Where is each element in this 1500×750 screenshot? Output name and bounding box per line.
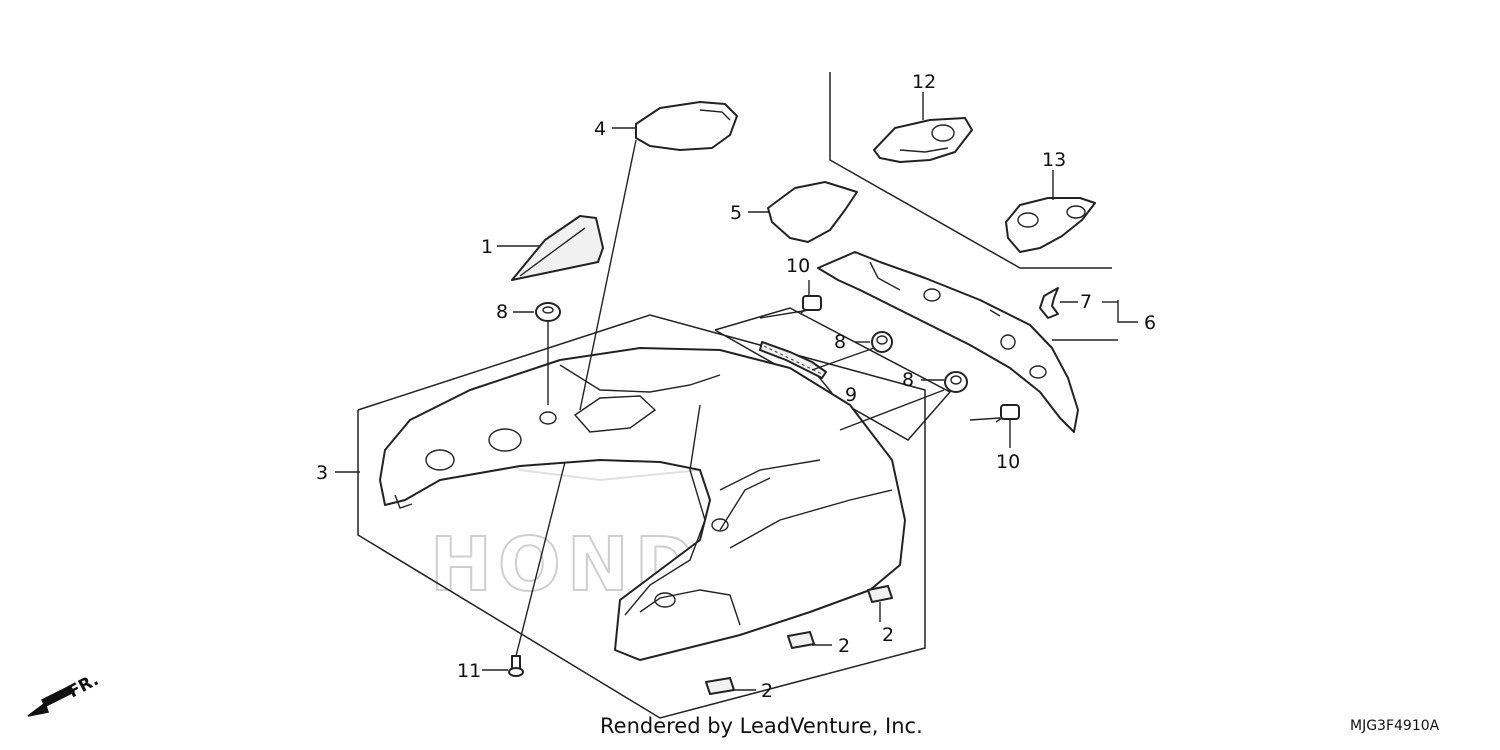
direction-label: FR. [65, 670, 102, 702]
callout-3: 3 [316, 462, 328, 484]
part-13-panel [1005, 197, 1096, 253]
callout-4: 4 [594, 118, 606, 140]
part-5-panel [767, 181, 858, 243]
part-1-cover [511, 215, 604, 281]
callout-11: 11 [457, 660, 481, 682]
arrow-icon [27, 685, 76, 717]
bolt-b [995, 404, 1020, 423]
callout-12: 12 [912, 71, 936, 93]
grommet-c [944, 371, 968, 393]
pad-a [867, 585, 893, 603]
callout-8-middle: 8 [834, 331, 846, 353]
part-9-seal-strip [759, 341, 827, 379]
part-10-bolts [799, 295, 1020, 423]
leader-lines [335, 92, 1138, 691]
callout-labels: 1 4 5 12 13 10 8 8 8 9 7 6 10 3 11 2 2 2 [316, 71, 1156, 702]
variant-divider [829, 72, 1112, 269]
diagram-code: MJG3F4910A [1350, 718, 1440, 734]
callout-1: 1 [481, 236, 493, 258]
callout-2-middle: 2 [838, 635, 850, 657]
part-12-panel [873, 117, 973, 163]
callout-6: 6 [1144, 312, 1156, 334]
callout-7: 7 [1080, 291, 1092, 313]
part-7-clip [1039, 287, 1059, 319]
bolt-a [799, 295, 822, 315]
callout-8-left: 8 [496, 301, 508, 323]
pad-c [705, 677, 735, 695]
callout-10-top: 10 [786, 255, 810, 277]
part-6-rail [817, 251, 1079, 433]
callout-2-bottom: 2 [761, 680, 773, 702]
grommet-b [871, 331, 893, 353]
grommet-a [535, 302, 561, 322]
callout-8-right: 8 [902, 369, 914, 391]
callout-5: 5 [730, 202, 742, 224]
assembly-frame [357, 314, 926, 719]
part-8-grommets [535, 302, 968, 393]
part-4-lid [635, 101, 738, 151]
front-direction-arrow: FR. [27, 670, 102, 717]
callout-2-right: 2 [882, 624, 894, 646]
part-3-rear-cowl [379, 347, 906, 661]
credit-text: Rendered by LeadVenture, Inc. [600, 714, 923, 738]
part-11-screw [508, 655, 524, 677]
pad-b [787, 631, 815, 649]
part-2-pads [705, 585, 893, 695]
callout-13: 13 [1042, 149, 1066, 171]
callout-10-bottom: 10 [996, 451, 1020, 473]
callout-9: 9 [845, 384, 857, 406]
